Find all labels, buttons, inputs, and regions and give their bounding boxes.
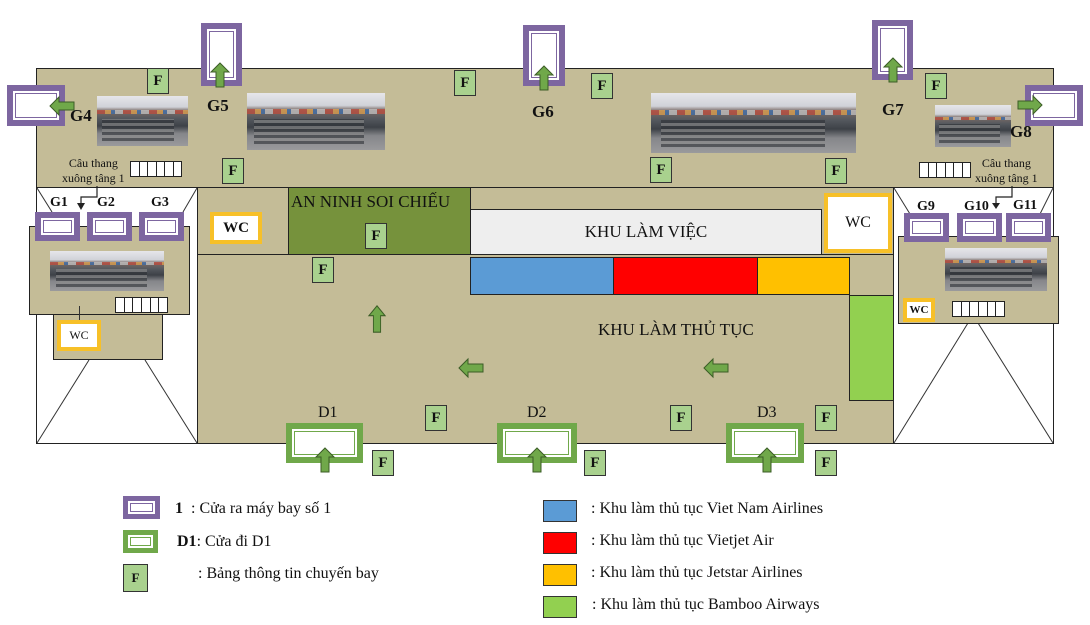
gate-g2[interactable] [87, 212, 132, 241]
flight-board[interactable]: F [591, 73, 613, 99]
flight-board[interactable]: F [825, 158, 847, 184]
checkin-vietjet-air [613, 257, 758, 295]
flight-board[interactable]: F [670, 405, 692, 431]
lounge-photo [50, 251, 164, 291]
flight-board-label: F [821, 454, 831, 471]
flight-board-label: F [371, 227, 381, 244]
flight-board-label: F [378, 454, 388, 471]
flight-board-label: F [831, 162, 841, 179]
arrow-left-icon [458, 358, 484, 378]
stairs-icon [919, 162, 971, 178]
door-label-d2: D2 [527, 404, 547, 421]
arrow-left-icon [49, 96, 75, 116]
work-area-label: KHU LÀM VIỆC [584, 222, 708, 241]
flight-board[interactable]: F [650, 157, 672, 183]
gate-label-g8: G8 [1010, 122, 1032, 141]
gate-g1[interactable] [35, 212, 80, 241]
lounge-photo [651, 93, 856, 153]
lounge-photo [945, 248, 1047, 291]
flight-board[interactable]: F [584, 450, 606, 476]
wc-center-right[interactable]: WC [824, 193, 892, 253]
arrow-up-icon [368, 305, 386, 333]
flight-board[interactable]: F [365, 223, 387, 249]
flight-board-label: F [656, 161, 666, 178]
checkin-bamboo [849, 295, 894, 401]
stairs-label-right: Câu thang xuông tâng 1 [975, 156, 1038, 186]
stairs-icon [952, 301, 1005, 317]
wc-label: WC [223, 219, 249, 236]
flight-board-label: F [821, 409, 831, 426]
flight-board[interactable]: F [815, 405, 837, 431]
flight-board[interactable]: F [147, 68, 169, 94]
arrow-up-icon [534, 65, 554, 91]
lounge-photo [97, 96, 188, 146]
stairs-text: Câu thang [981, 156, 1031, 170]
gate-label-g11: G11 [1013, 198, 1038, 213]
flight-board-label: F [153, 72, 163, 89]
gate-label-g6: G6 [532, 102, 554, 121]
gate-label-g10: G10 [964, 199, 989, 214]
gate-label-g7: G7 [882, 100, 904, 119]
checkin-jetstar [757, 257, 850, 295]
flight-board[interactable]: F [425, 405, 447, 431]
wc-left-pod[interactable]: WC [57, 320, 101, 351]
arrow-up-icon [883, 57, 903, 83]
flight-board-label: F [318, 261, 328, 278]
wc-right-pod[interactable]: WC [903, 298, 935, 322]
checkin-vietnam-airlines [470, 257, 614, 295]
stairs-icon [115, 297, 168, 313]
flight-board-label: F [597, 77, 607, 94]
lounge-photo [247, 93, 385, 150]
arrow-up-icon [210, 62, 230, 88]
security-label: AN NINH SOI CHIẾU [291, 192, 451, 211]
flight-board-label: F [431, 409, 441, 426]
wc-center-left[interactable]: WC [210, 212, 262, 244]
connector-line [79, 306, 80, 326]
flight-board-label: F [228, 162, 238, 179]
wc-label: WC [69, 328, 89, 342]
flight-board[interactable]: F [925, 73, 947, 99]
door-label-d1: D1 [318, 404, 338, 421]
gate-label-g9: G9 [917, 199, 935, 214]
stairs-icon [130, 161, 182, 177]
gate-g3[interactable] [139, 212, 184, 241]
arrow-up-icon [527, 447, 547, 473]
flight-board[interactable]: F [815, 450, 837, 476]
arrow-right-icon [1017, 95, 1043, 115]
gate-label-g5: G5 [207, 96, 229, 115]
stairs-text: xuông tâng 1 [975, 171, 1038, 185]
wc-label: WC [845, 214, 871, 231]
arrow-up-icon [315, 447, 335, 473]
arrow-up-icon [757, 447, 777, 473]
flight-board-label: F [590, 454, 600, 471]
gate-g11[interactable] [1006, 213, 1051, 242]
gate-label-g4: G4 [70, 106, 92, 125]
gate-label-g2: G2 [97, 195, 115, 210]
gate-label-g1: G1 [50, 195, 68, 210]
stairs-label-left: Câu thang xuông tâng 1 [62, 156, 125, 186]
flight-board-label: F [676, 409, 686, 426]
gate-g10[interactable] [957, 213, 1002, 242]
flight-board-label: F [460, 74, 470, 91]
arrow-left-icon [703, 358, 729, 378]
flight-board[interactable]: F [454, 70, 476, 96]
wc-label: WC [909, 304, 929, 316]
door-label-d3: D3 [757, 404, 777, 421]
lounge-photo [935, 105, 1011, 147]
gate-g9[interactable] [904, 213, 949, 242]
stairs-text: xuông tâng 1 [62, 171, 125, 185]
checkin-area-label: KHU LÀM THỦ TỤC [598, 320, 754, 339]
work-area: KHU LÀM VIỆC [470, 209, 822, 255]
stairs-text: Câu thang [68, 156, 118, 170]
flight-board[interactable]: F [312, 257, 334, 283]
flight-board[interactable]: F [222, 158, 244, 184]
gate-g7[interactable] [872, 20, 913, 80]
flight-board-label: F [931, 77, 941, 94]
flight-board[interactable]: F [372, 450, 394, 476]
gate-g8[interactable] [1025, 85, 1083, 126]
gate-label-g3: G3 [151, 195, 169, 210]
